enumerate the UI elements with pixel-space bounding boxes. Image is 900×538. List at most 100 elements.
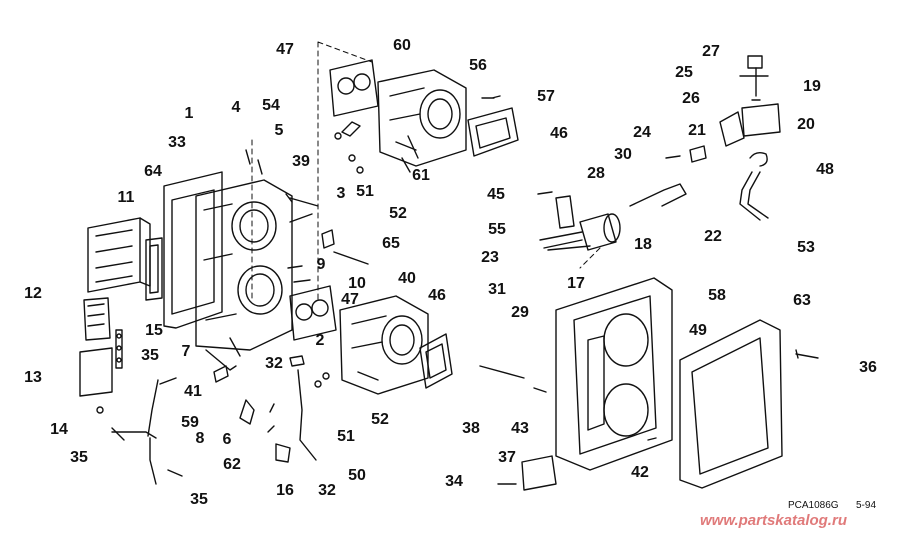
callout-59[interactable]: 59 [181,414,199,431]
fuel-pump-part [719,103,781,147]
callout-25[interactable]: 25 [675,64,693,81]
clip-55 [555,195,575,229]
screw-56-57 [481,95,501,99]
fitting-41 [213,365,229,383]
callout-45[interactable]: 45 [487,186,505,203]
callout-39[interactable]: 39 [292,153,310,170]
date-code: 5-94 [856,500,877,511]
callout-21[interactable]: 21 [688,122,706,139]
callout-30[interactable]: 30 [614,146,632,163]
callout-20[interactable]: 20 [797,116,815,133]
screw-62 [267,425,275,433]
callout-2[interactable]: 2 [315,332,325,349]
callout-50[interactable]: 50 [348,467,366,484]
callout-52a[interactable]: 52 [389,205,407,222]
callout-43[interactable]: 43 [511,420,529,437]
screw-5 [257,159,263,175]
callout-46a[interactable]: 46 [550,125,568,142]
hose-59 [111,431,157,485]
callout-28[interactable]: 28 [587,165,605,182]
callout-33[interactable]: 33 [168,134,186,151]
callout-37[interactable]: 37 [498,449,516,466]
callout-6[interactable]: 6 [222,431,232,448]
callout-61[interactable]: 61 [412,167,430,184]
callout-13[interactable]: 13 [24,369,42,386]
callout-14[interactable]: 14 [50,421,68,438]
callout-47b[interactable]: 47 [341,291,359,308]
callout-51a[interactable]: 51 [356,183,374,200]
callout-35b[interactable]: 35 [70,449,88,466]
callout-51b[interactable]: 51 [337,428,355,445]
callout-17[interactable]: 17 [567,275,585,292]
callout-7[interactable]: 7 [181,343,191,360]
reed-petals-part [83,297,111,341]
screw-42 [647,437,657,441]
reed-block-part [87,217,151,293]
bracket-65 [321,229,335,249]
callout-16[interactable]: 16 [276,482,294,499]
callout-36[interactable]: 36 [859,359,877,376]
callout-47a[interactable]: 47 [276,41,294,58]
callout-32b[interactable]: 32 [318,482,336,499]
wires-23-31-29 [539,231,591,251]
clip-4 [245,149,251,165]
callout-23[interactable]: 23 [481,249,499,266]
callout-35c[interactable]: 35 [190,491,208,508]
callout-65[interactable]: 65 [382,235,400,252]
callout-55[interactable]: 55 [488,221,506,238]
callout-9[interactable]: 9 [316,256,326,273]
callout-3[interactable]: 3 [336,185,346,202]
callout-57[interactable]: 57 [537,88,555,105]
callout-53[interactable]: 53 [797,239,815,256]
callout-64[interactable]: 64 [144,163,162,180]
callout-1[interactable]: 1 [184,105,194,122]
reed-stop-part [79,347,113,397]
callout-19[interactable]: 19 [803,78,821,95]
callout-54[interactable]: 54 [262,97,280,114]
callout-49[interactable]: 49 [689,322,707,339]
callout-56[interactable]: 56 [469,57,487,74]
callout-12[interactable]: 12 [24,285,42,302]
callout-62[interactable]: 62 [223,456,241,473]
fitting-60 [341,121,361,137]
rod-38 [479,365,525,379]
callout-22[interactable]: 22 [704,228,722,245]
callout-27[interactable]: 27 [702,43,720,60]
callout-29[interactable]: 29 [511,304,529,321]
tube-28-22 [629,183,687,207]
assembly-guide-lines [251,41,601,301]
callout-42[interactable]: 42 [631,464,649,481]
callout-35a[interactable]: 35 [141,347,159,364]
callout-52b[interactable]: 52 [371,411,389,428]
callout-58[interactable]: 58 [708,287,726,304]
callout-31[interactable]: 31 [488,281,506,298]
callout-38[interactable]: 38 [462,420,480,437]
callout-10[interactable]: 10 [348,275,366,292]
gasket-64 [145,237,163,301]
callout-41[interactable]: 41 [184,383,202,400]
callout-34[interactable]: 34 [445,473,463,490]
callout-63[interactable]: 63 [793,292,811,309]
callout-40[interactable]: 40 [398,270,416,287]
callout-5[interactable]: 5 [274,122,284,139]
screw-9 [287,265,303,269]
callout-8[interactable]: 8 [195,430,205,447]
callout-46b[interactable]: 46 [428,287,446,304]
callout-15[interactable]: 15 [145,322,163,339]
callout-24[interactable]: 24 [633,124,651,141]
fitting-27-25-26 [739,55,769,101]
callout-26[interactable]: 26 [682,90,700,107]
callout-32a[interactable]: 32 [265,355,283,372]
callout-60[interactable]: 60 [393,37,411,54]
callout-48[interactable]: 48 [816,161,834,178]
callout-18[interactable]: 18 [634,236,652,253]
intake-manifold-part [195,179,293,371]
upper-carburetor-part [377,69,467,173]
callout-11[interactable]: 11 [117,189,135,206]
drawing-code: PCA1086G [788,500,839,511]
callout-4[interactable]: 4 [231,99,241,116]
hose-53 [739,171,769,221]
screw-6 [269,403,275,413]
